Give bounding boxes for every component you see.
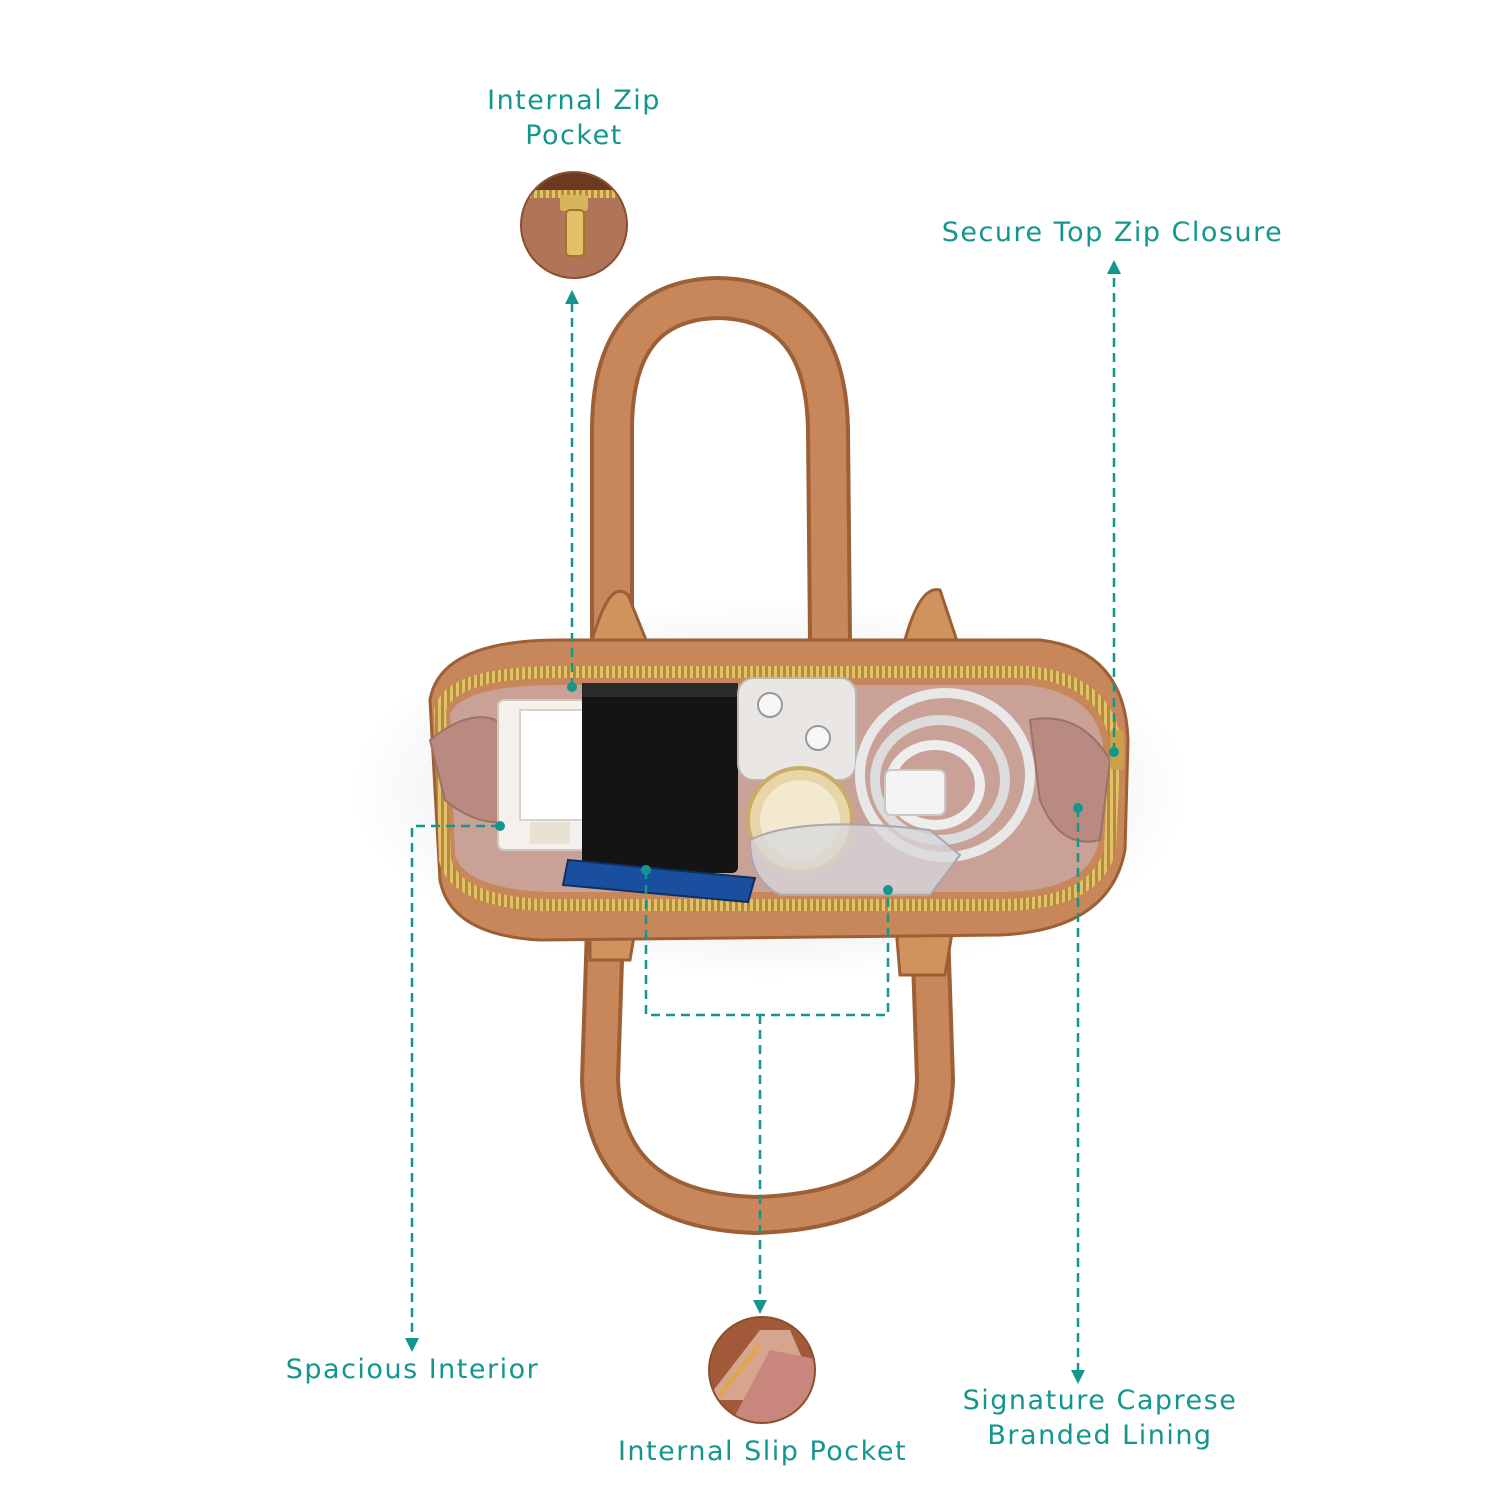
signature-lining-line2: Branded Lining xyxy=(987,1420,1213,1451)
internal-zip-pocket-label: Internal Zip Pocket xyxy=(474,83,674,153)
secure-top-zip-label: Secure Top Zip Closure xyxy=(930,215,1295,250)
leader-lines xyxy=(405,260,1121,1384)
zip-pocket-detail-image xyxy=(520,171,628,279)
internal-slip-pocket-label: Internal Slip Pocket xyxy=(610,1434,915,1469)
slip-pocket-detail-image xyxy=(708,1316,816,1424)
internal-slip-pocket-text: Internal Slip Pocket xyxy=(617,1436,908,1467)
secure-top-zip-text: Secure Top Zip Closure xyxy=(941,217,1284,248)
internal-zip-pocket-line2: Pocket xyxy=(525,120,623,151)
signature-lining-line1: Signature Caprese xyxy=(962,1385,1238,1416)
internal-zip-pocket-line1: Internal Zip xyxy=(487,85,661,116)
signature-lining-label: Signature Caprese Branded Lining xyxy=(950,1383,1250,1453)
bag-body xyxy=(428,638,1130,942)
spacious-interior-text: Spacious Interior xyxy=(285,1354,540,1385)
spacious-interior-label: Spacious Interior xyxy=(280,1352,545,1387)
